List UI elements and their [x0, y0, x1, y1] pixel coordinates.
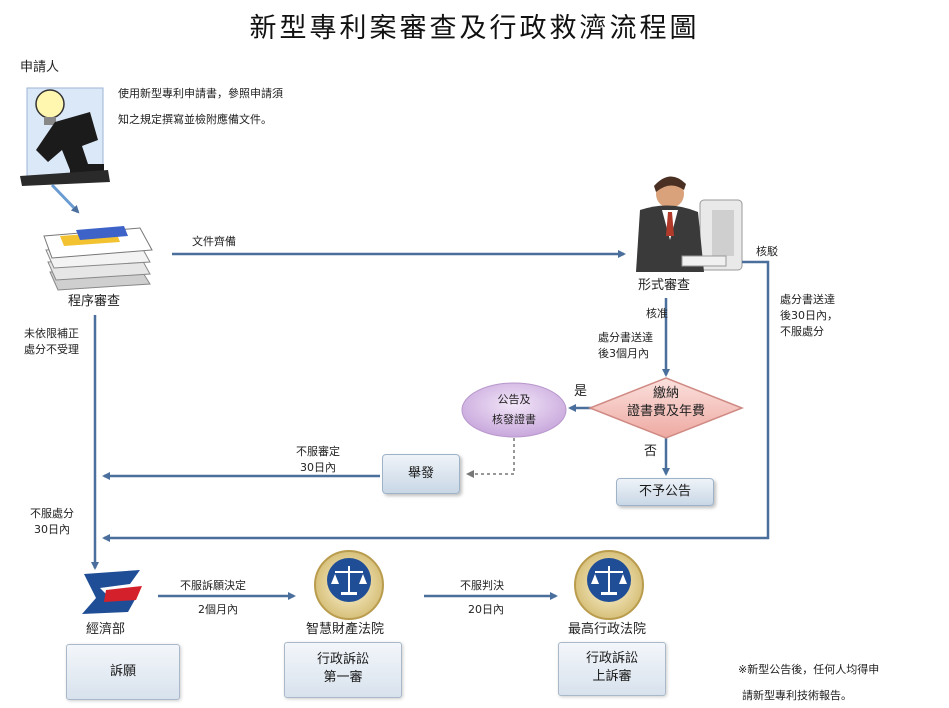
ip-court-seal-icon [314, 550, 384, 620]
pay-fee-diamond [587, 377, 745, 439]
approved-deadline-line1: 處分書送達 [598, 331, 653, 344]
examiner-illustration [636, 176, 743, 272]
ministry-box: 訴願 [66, 644, 180, 700]
announce-line2: 核發證書 [492, 413, 536, 426]
applicant-note-line1: 使用新型專利申請書，參照申請須 [118, 87, 283, 100]
rejected-deadline-line2: 後30日內， [780, 309, 838, 322]
rejected-deadline-line1: 處分書送達 [780, 293, 835, 306]
dissatisfied-appeal-line1: 不服訴願決定 [180, 579, 246, 592]
ip-court-label: 智慧財產法院 [306, 622, 385, 637]
ministry-logo-icon [82, 570, 142, 614]
announce-line1: 公告及 [497, 393, 531, 406]
dissatisfied-judgment-line2: 20日內 [468, 603, 504, 616]
approved-label: 核准 [646, 307, 668, 320]
ip-court-box: 行政訴訟 第一審 [284, 642, 402, 698]
dissatisfied-appeal-line2: 2個月內 [198, 603, 238, 616]
applicant-illustration [20, 87, 110, 186]
page-title: 新型專利案審查及行政救濟流程圖 [249, 13, 700, 44]
dissatisfied-disposal-line2: 30日內 [34, 523, 70, 536]
cancellation-box: 舉發 [382, 454, 460, 494]
not-corrected-line1: 未依限補正 [24, 327, 79, 340]
ip-court-box-line2: 第一審 [323, 670, 363, 685]
supreme-court-box-line2: 上訴審 [592, 669, 632, 684]
supreme-court-label: 最高行政法院 [568, 622, 647, 637]
applicant-label: 申請人 [20, 60, 60, 75]
pay-fee-line1: 繳納 [652, 386, 679, 401]
announce-ellipse [461, 382, 567, 438]
dissatisfied-judgment-line1: 不服判決 [460, 579, 504, 592]
cancellation-label: 舉發 [407, 466, 434, 481]
yes-label: 是 [574, 384, 588, 399]
not-corrected-line2: 處分不受理 [24, 343, 79, 356]
pay-fee-line2: 證書費及年費 [626, 404, 705, 419]
no-announce-box: 不予公告 [616, 478, 714, 506]
footnote-line1: ※新型公告後，任何人均得申 [738, 663, 880, 676]
documents-illustration [43, 226, 153, 291]
supreme-court-seal-icon [574, 550, 644, 620]
approved-deadline-line2: 後3個月內 [598, 347, 649, 360]
docs-complete-label: 文件齊備 [192, 235, 236, 248]
dissatisfied-disposal-line1: 不服處分 [30, 507, 74, 520]
procedural-review-label: 程序審查 [68, 294, 121, 309]
rejected-label: 核駁 [756, 245, 778, 258]
ministry-box-label: 訴願 [109, 664, 136, 679]
supreme-court-box: 行政訴訟 上訴審 [558, 642, 666, 696]
formal-review-label: 形式審查 [638, 278, 691, 293]
supreme-court-box-line1: 行政訴訟 [585, 651, 638, 666]
rejected-deadline-line3: 不服處分 [780, 325, 824, 338]
no-label: 否 [644, 444, 658, 459]
ip-court-box-line1: 行政訴訟 [316, 652, 369, 667]
dissatisfied-review-line1: 不服審定 [296, 445, 340, 458]
applicant-note-line2: 知之規定撰寫並檢附應備文件。 [118, 113, 272, 126]
footnote-line2: 請新型專利技術報告。 [742, 689, 852, 702]
no-announce-label: 不予公告 [638, 484, 691, 499]
dissatisfied-review-line2: 30日內 [300, 461, 336, 474]
ministry-label: 經濟部 [86, 622, 126, 637]
